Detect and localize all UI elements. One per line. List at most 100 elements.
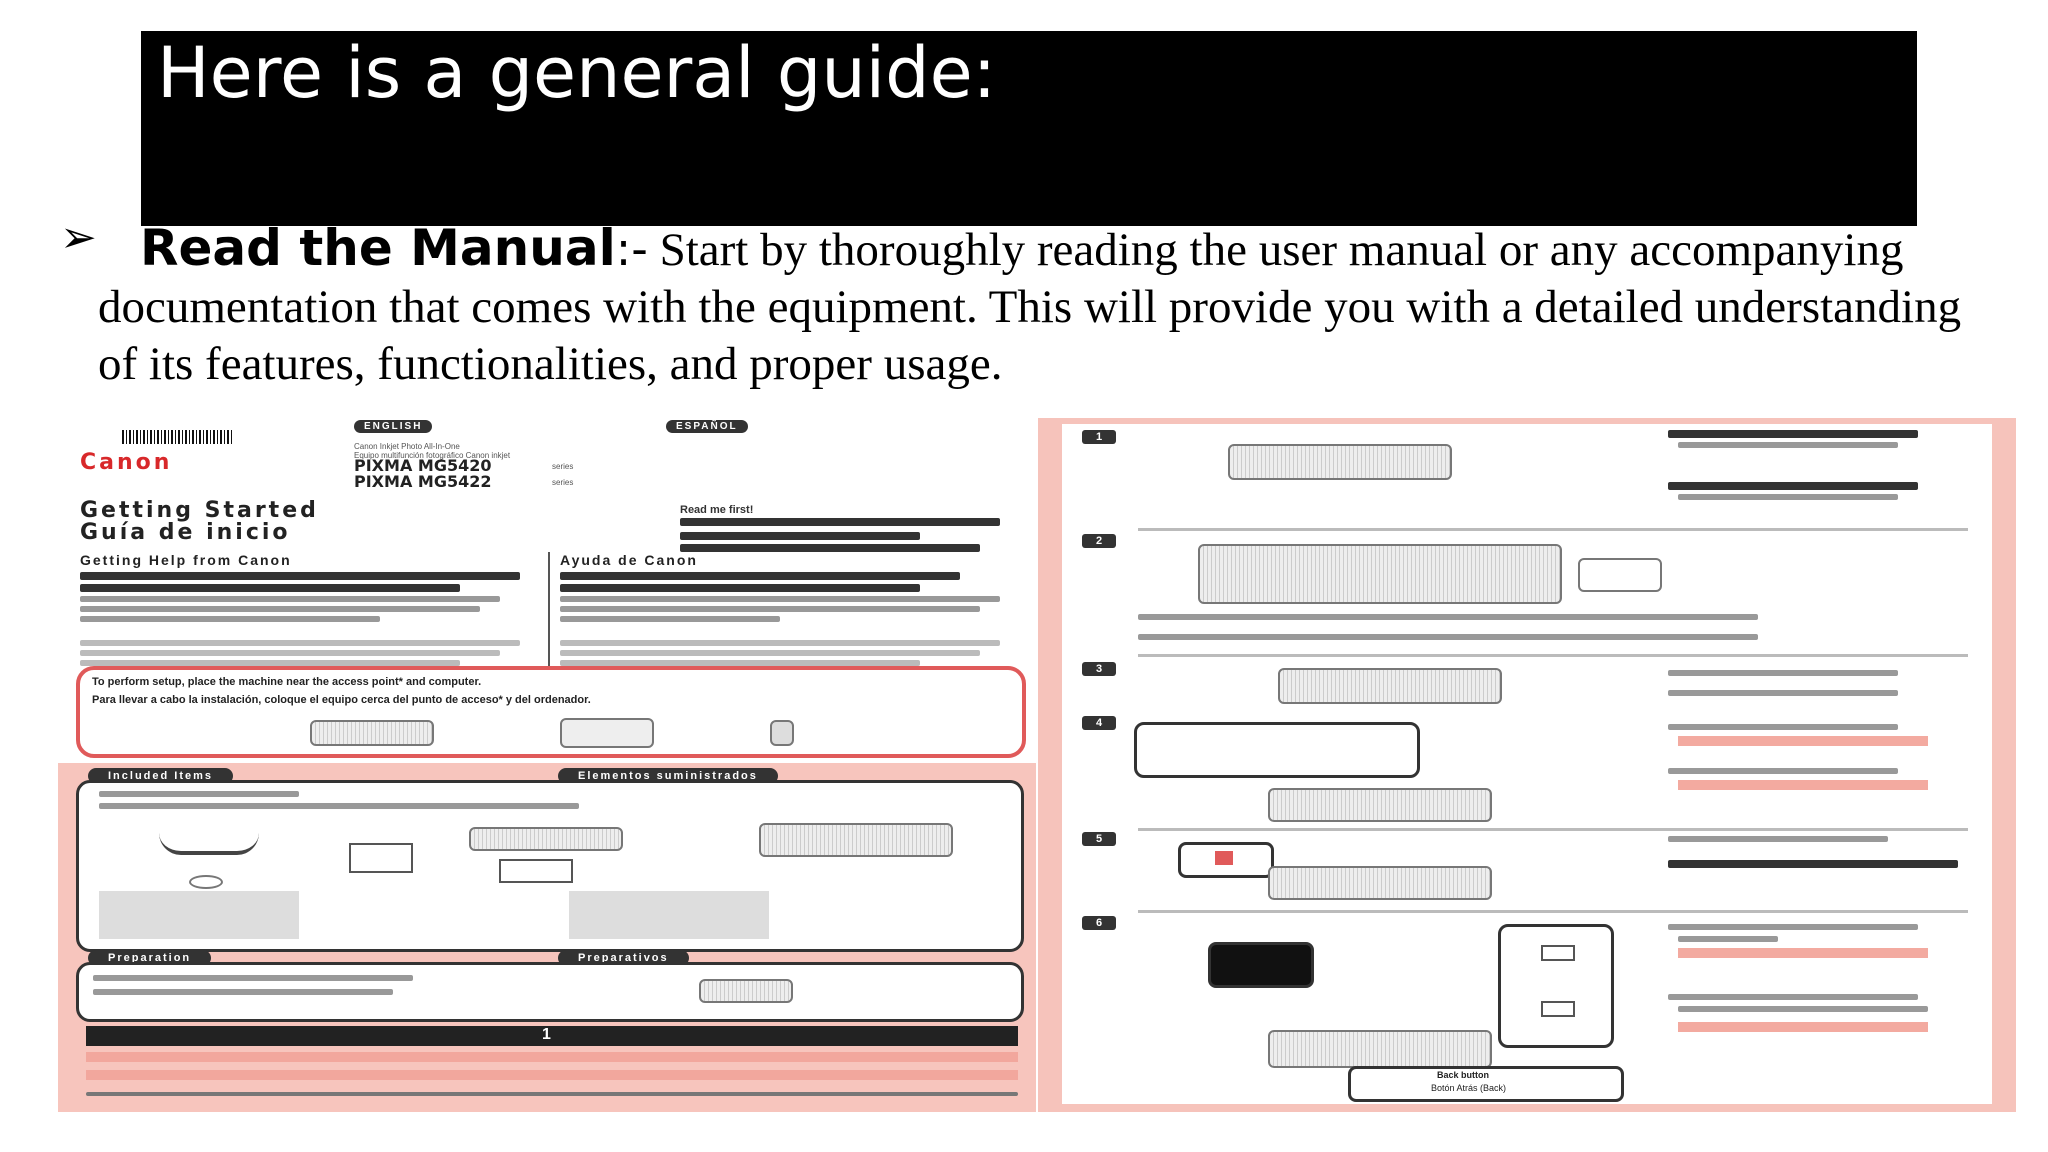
tape-illustration [1578, 558, 1662, 592]
warning-strip [1678, 948, 1928, 958]
router-icon [770, 720, 794, 746]
instruction-line [1138, 614, 1758, 620]
divider [1138, 828, 1968, 831]
network-note-es [569, 891, 769, 939]
model-2: PIXMA MG5422 [354, 472, 492, 491]
column-divider [548, 552, 550, 682]
included-text-line [99, 791, 299, 797]
instruction-line [1678, 1006, 1928, 1012]
read-first: Read me first! [680, 504, 754, 516]
manual-image-left: Canon ENGLISH ESPAÑOL Canon Inkjet Photo… [58, 418, 1036, 1112]
back-button-label-es: Botón Atrás (Back) [1431, 1083, 1507, 1093]
network-note [99, 891, 299, 939]
instruction-line [1668, 670, 1898, 676]
help-text-line [80, 660, 460, 666]
prep-text-line [93, 989, 393, 995]
ink-tanks-icon [469, 827, 623, 851]
setup-text-en: To perform setup, place the machine near… [92, 676, 482, 688]
help-text-line [80, 584, 460, 592]
help-text-line [560, 640, 1000, 646]
instruction-line [1668, 924, 1918, 930]
help-heading-en: Getting Help from Canon [80, 552, 292, 568]
instruction-line [1668, 768, 1898, 774]
help-text-line [560, 584, 920, 592]
power-cord-icon [159, 833, 259, 855]
help-text-line [560, 606, 980, 612]
printer-illustration [1198, 544, 1562, 604]
back-button-icon [1541, 1001, 1575, 1017]
warning-strip [1678, 1022, 1928, 1032]
bullet-separator: :- [615, 222, 648, 276]
preparation-box [76, 962, 1024, 1022]
barcode-icon [122, 430, 232, 444]
instruction-line [1668, 994, 1918, 1000]
brand-logo: Canon [80, 450, 173, 475]
product-line-2: Equipo multifunción fotográfico Canon in… [354, 451, 511, 460]
step-number: 1 [542, 1026, 551, 1043]
read-first-line [680, 518, 1000, 526]
note-strip [86, 1070, 1018, 1080]
instruction-line [1668, 724, 1898, 730]
instruction-line [1668, 482, 1918, 490]
heading-es: Guía de inicio [80, 520, 291, 545]
help-text-line [560, 650, 980, 656]
help-heading-es: Ayuda de Canon [560, 552, 698, 568]
lcd-screen-illustration [1208, 942, 1314, 988]
printer-illustration [1228, 444, 1452, 480]
instruction-line [1668, 836, 1888, 842]
help-text-line [80, 606, 480, 612]
instruction-line [1678, 442, 1898, 448]
back-button-label: Back button [1437, 1070, 1490, 1080]
instruction-line [1678, 936, 1778, 942]
bullet-paragraph: Read the Manual:- Start by thoroughly re… [98, 220, 1978, 393]
warning-strip [1678, 780, 1928, 790]
manual-image-right: 1 2 3 4 5 6 Back button Botón Atrás (Bac… [1038, 418, 2016, 1112]
instruction-line [1668, 430, 1918, 438]
included-text-line [99, 803, 579, 809]
step-bar: 1 [86, 1026, 1018, 1046]
slide-title: Here is a general guide: [157, 32, 997, 114]
bullet-arrow-icon: ➢ [60, 212, 97, 263]
laptop-icon [560, 718, 654, 748]
tab-spanish: ESPAÑOL [666, 420, 748, 433]
power-button-icon [1215, 851, 1233, 865]
step-tag: 1 [1082, 430, 1116, 444]
printer-icon [310, 720, 434, 746]
divider [1138, 910, 1968, 913]
tab-english: ENGLISH [354, 420, 433, 433]
step-tag: 3 [1082, 662, 1116, 676]
printer-illustration [1278, 668, 1502, 704]
prep-text-line [93, 975, 413, 981]
manual-icon [499, 859, 573, 883]
read-first-line [680, 532, 920, 540]
back-button-callout: Back button Botón Atrás (Back) [1348, 1066, 1624, 1102]
power-button-illustration [1178, 842, 1274, 878]
help-text-line [560, 660, 920, 666]
control-panel-illustration [1498, 924, 1614, 1048]
help-text-line [80, 650, 500, 656]
step-tag: 2 [1082, 534, 1116, 548]
help-text-line [80, 596, 500, 602]
bullet-body: Start by thoroughly reading the user man… [98, 224, 1962, 390]
printer-illustration [1268, 1030, 1492, 1068]
title-bar [141, 31, 1917, 226]
help-text-line [80, 572, 520, 580]
warning-strip [1678, 736, 1928, 746]
cable-illustration [1134, 722, 1420, 778]
included-items-box [76, 780, 1024, 952]
cd-icon [189, 875, 223, 889]
series-label-1: series [552, 462, 574, 471]
help-text-line [80, 616, 380, 622]
bullet-lead: Read the Manual [140, 219, 616, 277]
setup-box: To perform setup, place the machine near… [76, 666, 1026, 758]
read-first-line [680, 544, 980, 552]
model-1: PIXMA MG5420 [354, 456, 492, 475]
instruction-line [1138, 634, 1758, 640]
instruction-line [1668, 860, 1958, 868]
printer-icon [699, 979, 793, 1003]
step-tag: 4 [1082, 716, 1116, 730]
divider [1138, 528, 1968, 531]
printer-icon [759, 823, 953, 857]
step-tag: 6 [1082, 916, 1116, 930]
footer-line [86, 1092, 1018, 1096]
